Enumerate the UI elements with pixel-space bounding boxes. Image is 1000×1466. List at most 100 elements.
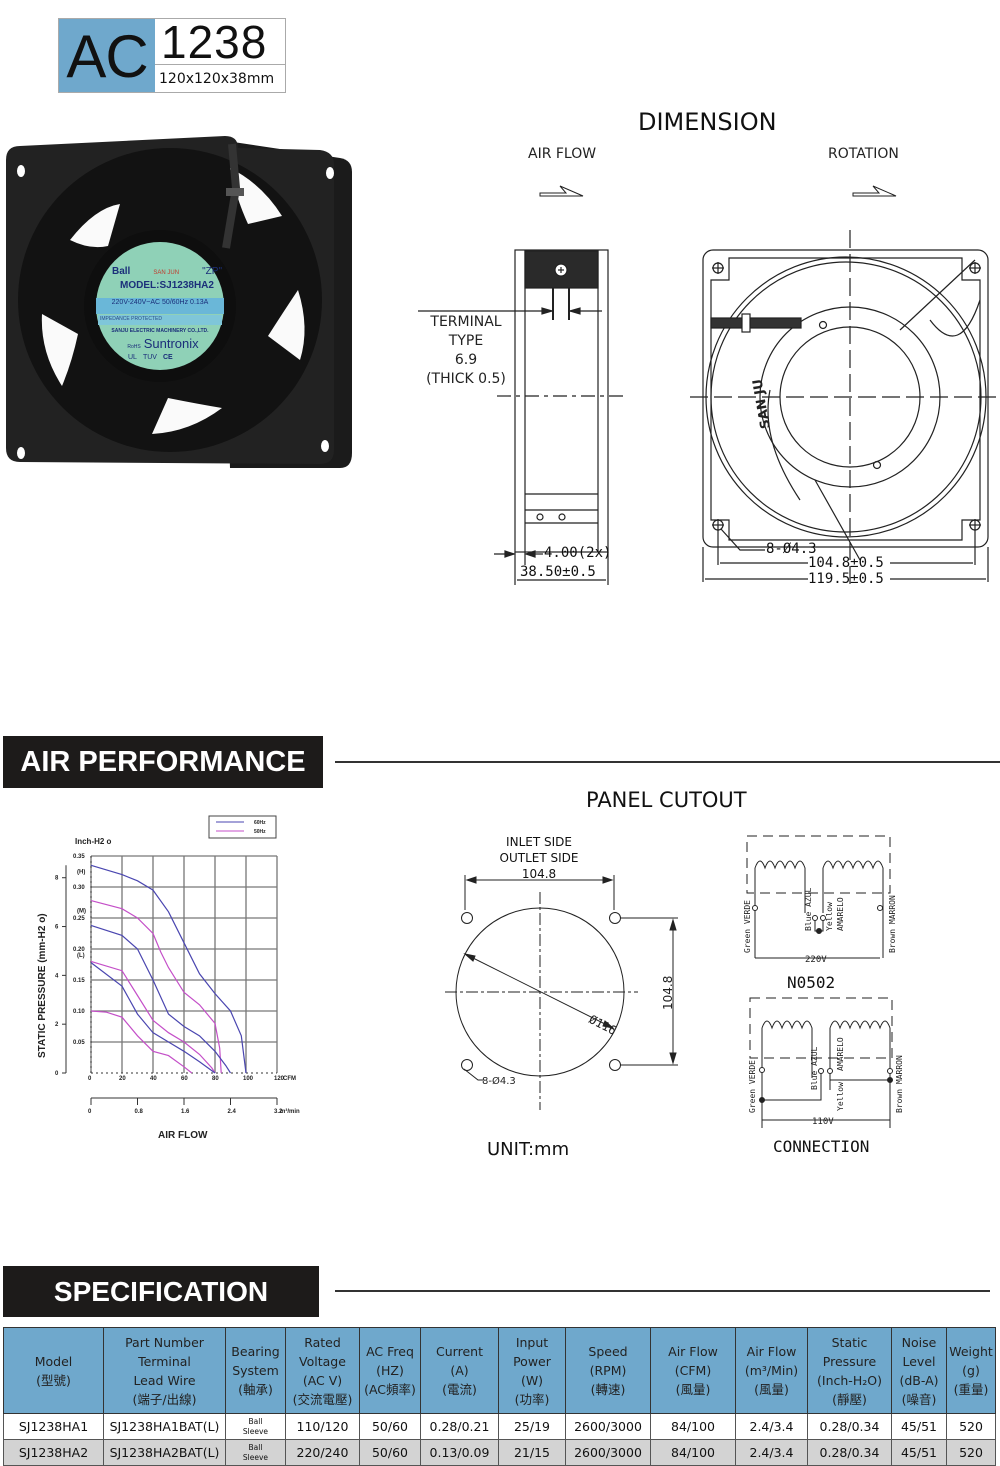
depth-dimension: 38.50±0.5 bbox=[520, 564, 596, 580]
cell-current: 0.13/0.09 bbox=[420, 1439, 499, 1466]
badge-prefix: AC bbox=[59, 19, 155, 92]
column-header-line: (軸承) bbox=[238, 1382, 273, 1397]
x-unit-label: CFM bbox=[283, 1076, 296, 1082]
wire-green-label-110: Green VERDE bbox=[748, 1060, 757, 1113]
x-tick-label: 0 bbox=[88, 1076, 92, 1082]
inlet-side-label: INLET SIDE bbox=[506, 835, 572, 849]
air-flow-arrow-icon bbox=[539, 185, 584, 197]
x2-tick-label: 1.6 bbox=[181, 1109, 190, 1115]
cell-voltage: 110/120 bbox=[285, 1413, 360, 1440]
label-bearing: Ball bbox=[112, 266, 131, 277]
x2-tick-label: 0 bbox=[88, 1109, 92, 1115]
tuv-cert-icon: TUV bbox=[142, 354, 157, 361]
y-axis-label: STATIC PRESSURE (mm-H2 o) bbox=[37, 913, 48, 1058]
series-line bbox=[90, 924, 232, 1074]
column-header-line: Level bbox=[902, 1353, 936, 1369]
column-header-line: (Inch-H₂O) bbox=[817, 1372, 882, 1388]
label-grade: "ZP" bbox=[202, 266, 222, 277]
x2-tick-label: 3.2 bbox=[274, 1109, 283, 1115]
column-header-line: (轉速) bbox=[590, 1382, 626, 1397]
hub-logo: SAN JU bbox=[750, 378, 773, 430]
cell-weight: 520 bbox=[946, 1439, 996, 1466]
legend-60hz: 60Hz bbox=[254, 820, 266, 826]
column-header-line: (噪音) bbox=[901, 1391, 937, 1407]
bearing-line: Sleeve bbox=[242, 1426, 269, 1436]
bearing-line: Sleeve bbox=[242, 1452, 269, 1462]
product-photo: Ball SAN JUN "ZP" MODEL:SJ1238HA2 220V-2… bbox=[0, 128, 360, 478]
column-header-line: (HZ) bbox=[376, 1363, 404, 1378]
connection-model-label: N0502 bbox=[787, 973, 836, 992]
outlet-side-label: OUTLET SIDE bbox=[499, 851, 579, 865]
column-header: AC Freq(HZ)(AC頻率) bbox=[359, 1327, 421, 1414]
bearing-line: Ball bbox=[248, 1442, 263, 1452]
cell-freq: 50/60 bbox=[359, 1439, 421, 1466]
unit-label: UNIT:mm bbox=[487, 1139, 570, 1160]
column-header: Speed(RPM)(轉速) bbox=[565, 1327, 651, 1414]
outer-dimension: 119.5±0.5 bbox=[808, 571, 884, 587]
wire-brown-label-110: Brown MARRON bbox=[895, 1055, 904, 1113]
y-secondary-label: Inch-H2 o bbox=[75, 837, 112, 846]
speed-mark-l: (L) bbox=[77, 953, 85, 959]
cell-speed: 2600/3000 bbox=[565, 1413, 651, 1440]
column-header-line: (風量) bbox=[754, 1382, 789, 1397]
column-header: Weight(g)(重量) bbox=[946, 1327, 996, 1414]
column-header-line: (功率) bbox=[514, 1391, 550, 1407]
column-header-line: (AC頻率) bbox=[364, 1382, 416, 1397]
cutout-diameter-label: Ø116 bbox=[587, 1012, 619, 1038]
x2-tick-label: 2.4 bbox=[228, 1109, 237, 1115]
x-axis-label: AIR FLOW bbox=[158, 1130, 208, 1141]
mounting-holes bbox=[712, 262, 981, 531]
wire-green-label: Green VERDE bbox=[743, 900, 752, 953]
column-header-line: (重量) bbox=[953, 1382, 989, 1397]
column-header-line: Air Flow bbox=[668, 1344, 718, 1359]
column-header-line: (端子/出線) bbox=[132, 1391, 197, 1407]
column-header-line: Voltage bbox=[299, 1353, 346, 1369]
column-header-line: Current bbox=[436, 1344, 483, 1359]
ul-cert-icon: UL bbox=[128, 354, 137, 361]
tab-dimension: 4.00(2x) bbox=[544, 545, 612, 561]
air-flow-label: AIR FLOW bbox=[528, 146, 597, 162]
label-brand: Suntronix bbox=[143, 336, 199, 351]
column-header-line: (AC V) bbox=[302, 1372, 343, 1388]
terminal-line-1: TERMINAL bbox=[430, 314, 502, 330]
column-header-line: (A) bbox=[450, 1363, 469, 1378]
series-line bbox=[90, 1010, 193, 1074]
series-line bbox=[90, 864, 247, 1074]
column-header-line: Rated bbox=[304, 1334, 341, 1350]
y-mm-tick-label: 6 bbox=[55, 925, 59, 931]
column-header-line: (靜壓) bbox=[832, 1391, 867, 1407]
column-header-line: System bbox=[232, 1363, 279, 1378]
y-tick-label: 0.30 bbox=[73, 885, 85, 891]
rotation-label: ROTATION bbox=[828, 146, 899, 162]
connection-diagram: Green VERDE Blue AZUL Yellow AMARELO Bro… bbox=[743, 835, 904, 1128]
y-tick-label: 0.05 bbox=[73, 1040, 85, 1046]
column-header: Air Flow(m³/Min)(風量) bbox=[735, 1327, 808, 1414]
air-performance-header: AIR PERFORMANCE bbox=[3, 736, 323, 788]
cell-airflow-cfm: 84/100 bbox=[650, 1439, 736, 1466]
column-header-line: Bearing bbox=[231, 1344, 280, 1359]
cell-pressure: 0.28/0.34 bbox=[807, 1439, 892, 1466]
x-tick-label: 100 bbox=[243, 1076, 254, 1082]
y-mm-tick-label: 8 bbox=[55, 876, 59, 882]
terminal-type-label: TERMINAL TYPE 6.9 (THICK 0.5) bbox=[418, 313, 514, 389]
wire-yellow-label-110: Yellow bbox=[836, 1082, 845, 1111]
y-tick-label: 0.15 bbox=[73, 978, 85, 984]
cell-noise: 45/51 bbox=[891, 1413, 947, 1440]
column-header-line: (交流電壓) bbox=[292, 1391, 353, 1407]
x-tick-label: 120 bbox=[274, 1076, 285, 1082]
wire-blue-label: Blue AZUL bbox=[804, 887, 813, 931]
cell-airflow-cfm: 84/100 bbox=[650, 1413, 736, 1440]
speed-mark-h: (H) bbox=[77, 870, 85, 876]
x-tick-label: 60 bbox=[181, 1076, 188, 1082]
column-header-line: Power bbox=[513, 1353, 551, 1369]
